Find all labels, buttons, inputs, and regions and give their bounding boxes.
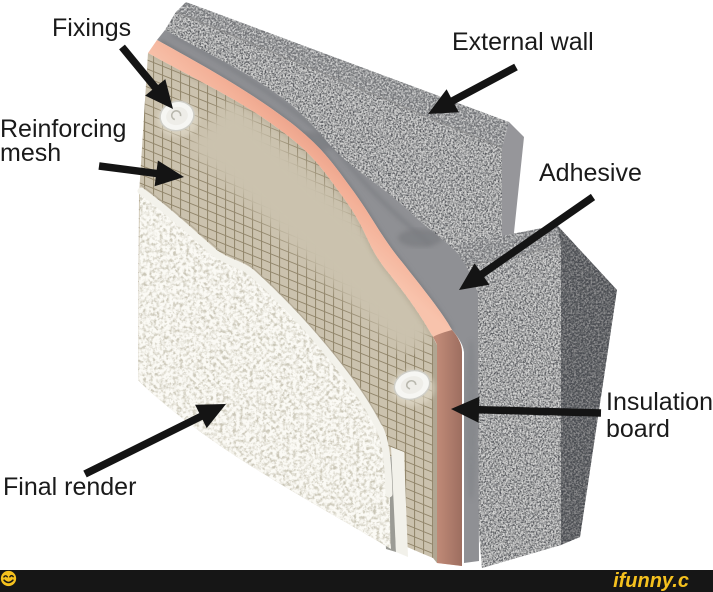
final-render-layer <box>137 184 393 549</box>
label-external-wall: External wall <box>452 28 594 56</box>
arrow-final-render <box>83 404 226 478</box>
smiley-icon <box>0 570 707 590</box>
arrow-fixings <box>119 44 173 109</box>
arrow-insulation-board <box>451 396 602 423</box>
label-adhesive: Adhesive <box>539 159 642 187</box>
label-insulation-board: Insulation board <box>606 389 713 443</box>
insulation-board-layer <box>148 40 462 566</box>
label-reinforcing-mesh-line1: Reinforcing <box>0 115 127 143</box>
render-section-white-strip <box>391 447 408 557</box>
label-insulation-board-line1: Insulation <box>606 388 713 416</box>
mesh-embedded-area <box>187 98 433 357</box>
fixing-top <box>157 100 199 137</box>
watermark-bar: ifunny.c <box>0 570 713 592</box>
fixing-bottom <box>391 369 435 406</box>
arrow-adhesive <box>459 193 596 290</box>
label-reinforcing-mesh-line2: mesh <box>0 139 62 167</box>
ifunny-watermark: ifunny.c <box>0 569 707 592</box>
insulation-board-edge <box>433 330 462 566</box>
insulation-board-face <box>148 40 462 566</box>
label-reinforcing-mesh: Reinforcing mesh <box>0 115 127 167</box>
ifunny-watermark-text: ifunny.c <box>613 569 689 592</box>
external-wall-upper-slab <box>165 2 524 254</box>
render-smooth-edge <box>137 187 393 498</box>
arrow-external-wall <box>428 63 518 114</box>
arrow-reinforcing-mesh <box>98 160 184 187</box>
label-final-render: Final render <box>3 473 137 501</box>
label-insulation-board-line2: board <box>606 415 670 443</box>
label-fixings: Fixings <box>52 14 132 42</box>
wall-right-edge-face <box>502 122 524 242</box>
basecoat-edge-sliver <box>433 337 437 563</box>
